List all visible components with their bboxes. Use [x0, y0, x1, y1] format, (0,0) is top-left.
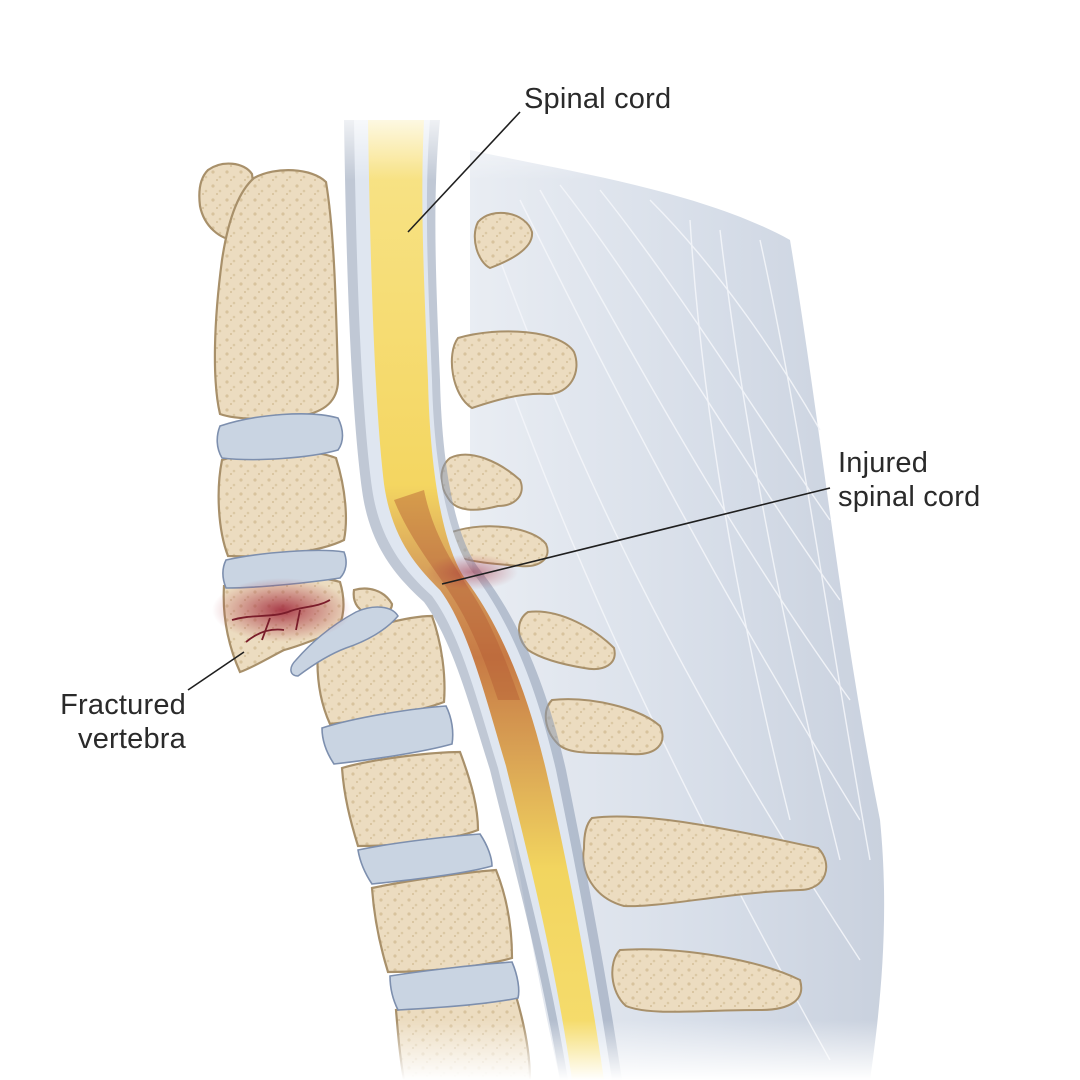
- intervertebral-discs: [216, 413, 520, 1011]
- spinal-cord-label-text: Spinal cord: [524, 83, 672, 115]
- fractured-vertebra-label: Fractured vertebra: [40, 688, 186, 756]
- cord-injury-stain: [394, 490, 520, 700]
- injured-cord-leader: [441, 487, 831, 585]
- leader-lines: [187, 111, 831, 691]
- injured-label-line-1: Injured: [838, 447, 929, 479]
- injured-spinal-cord-label: Injured spinal cord: [838, 446, 980, 514]
- spinal-cord-leader: [407, 111, 521, 233]
- injured-label-line-2: spinal cord: [838, 481, 981, 513]
- ligament-fibers: [489, 184, 871, 1061]
- cord-hemorrhage: [426, 554, 518, 590]
- fractured-label-line-1: Fractured: [60, 689, 186, 721]
- spinal-cord-shape: [368, 120, 604, 1080]
- fracture-lines: [231, 599, 331, 643]
- fractured-label-line-2: vertebra: [78, 723, 186, 755]
- fractured-vertebra-leader: [187, 651, 245, 691]
- spinal-cord-label: Spinal cord: [524, 82, 671, 116]
- spinous-processes: [440, 212, 828, 1013]
- fracture-bleeding: [212, 578, 352, 642]
